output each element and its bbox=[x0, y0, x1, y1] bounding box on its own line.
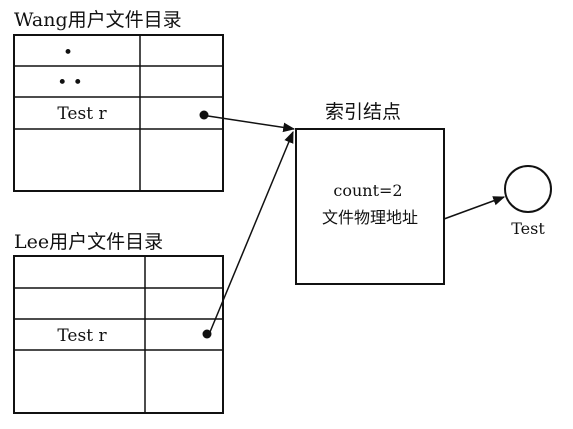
lee-to-index-arrow bbox=[209, 130, 294, 333]
wang-row-2: • • bbox=[57, 73, 82, 93]
wang-directory-table bbox=[13, 34, 224, 192]
index-node-count: count=2 bbox=[333, 181, 402, 200]
index-node-address: 文件物理地址 bbox=[322, 208, 418, 227]
lee-pointer-dot bbox=[202, 329, 212, 339]
index-to-file-arrow bbox=[443, 196, 506, 220]
wang-row-1: • bbox=[63, 43, 73, 63]
index-node-title: 索引结点 bbox=[325, 101, 401, 123]
wang-to-index-arrow bbox=[207, 115, 296, 133]
file-node-label: Test bbox=[511, 219, 545, 238]
lee-directory-title: Lee用户文件目录 bbox=[14, 231, 163, 253]
file-node-circle bbox=[504, 165, 552, 213]
lee-row-test: Test r bbox=[57, 326, 107, 346]
wang-pointer-dot bbox=[199, 110, 209, 120]
index-node-box bbox=[295, 128, 445, 285]
wang-row-test: Test r bbox=[57, 104, 107, 124]
lee-directory-table bbox=[13, 255, 224, 414]
wang-directory-title: Wang用户文件目录 bbox=[14, 9, 182, 31]
